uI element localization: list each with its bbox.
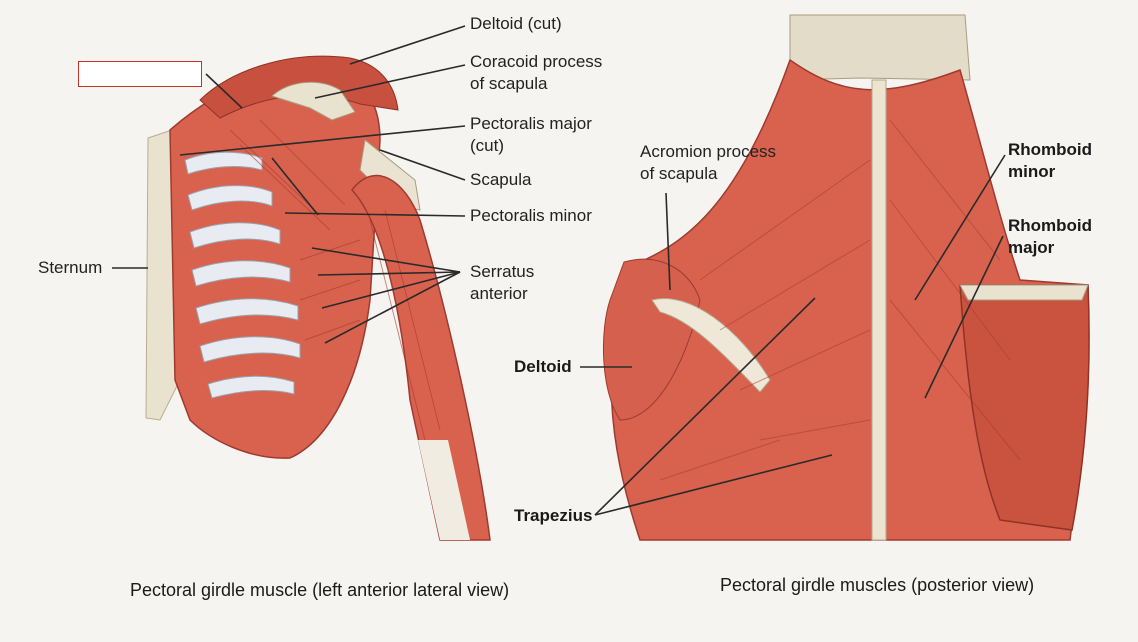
neck-vertebra [789,14,971,81]
caption-left: Pectoral girdle muscle (left anterior la… [130,580,510,600]
label-rhomboid-major-line1: Rhomboid [1008,216,1093,235]
label-serratus-line2: anterior [470,284,528,303]
blank-label-box[interactable] [78,61,202,87]
label-deltoid-cut: Deltoid (cut) [470,14,562,33]
label-rhomboid-minor-line1: Rhomboid [1008,140,1093,159]
label-pectoralis-minor: Pectoralis minor [470,206,592,225]
right-posterior-figure [602,14,1090,541]
arm-tendon [418,440,470,540]
label-deltoid: Deltoid [514,357,572,376]
scapula-posterior-shape [959,284,1090,531]
muscle-fibers-left [229,119,441,441]
chest-muscle-mass [169,61,381,459]
left-anterior-figure [145,55,491,541]
label-coracoid-line1: Coracoid process [470,52,603,71]
label-rhomboid-major-line2: major [1008,238,1055,257]
label-rhomboid-minor-line2: minor [1008,162,1056,181]
muscle-fibers-right [659,119,1021,481]
label-scapula: Scapula [470,170,532,189]
leader-lines [112,25,1006,516]
caption-right: Pectoral girdle muscles (posterior view) [720,575,1035,595]
label-coracoid-line2: of scapula [470,74,548,93]
label-acromion-line2: of scapula [640,164,718,183]
label-sternum: Sternum [38,258,103,277]
ribs [184,151,301,399]
coracoid-shape [271,81,356,121]
label-acromion-line1: Acromion process [640,142,777,161]
scapula-border [959,284,1089,301]
acromion-shape [651,298,771,393]
label-pectoralis-major-line1: Pectoralis major [470,114,592,133]
spine-shape [871,79,887,541]
label-trapezius: Trapezius [514,506,593,525]
label-pectoralis-major-line2: (cut) [470,136,504,155]
label-serratus-line1: Serratus [470,262,535,281]
